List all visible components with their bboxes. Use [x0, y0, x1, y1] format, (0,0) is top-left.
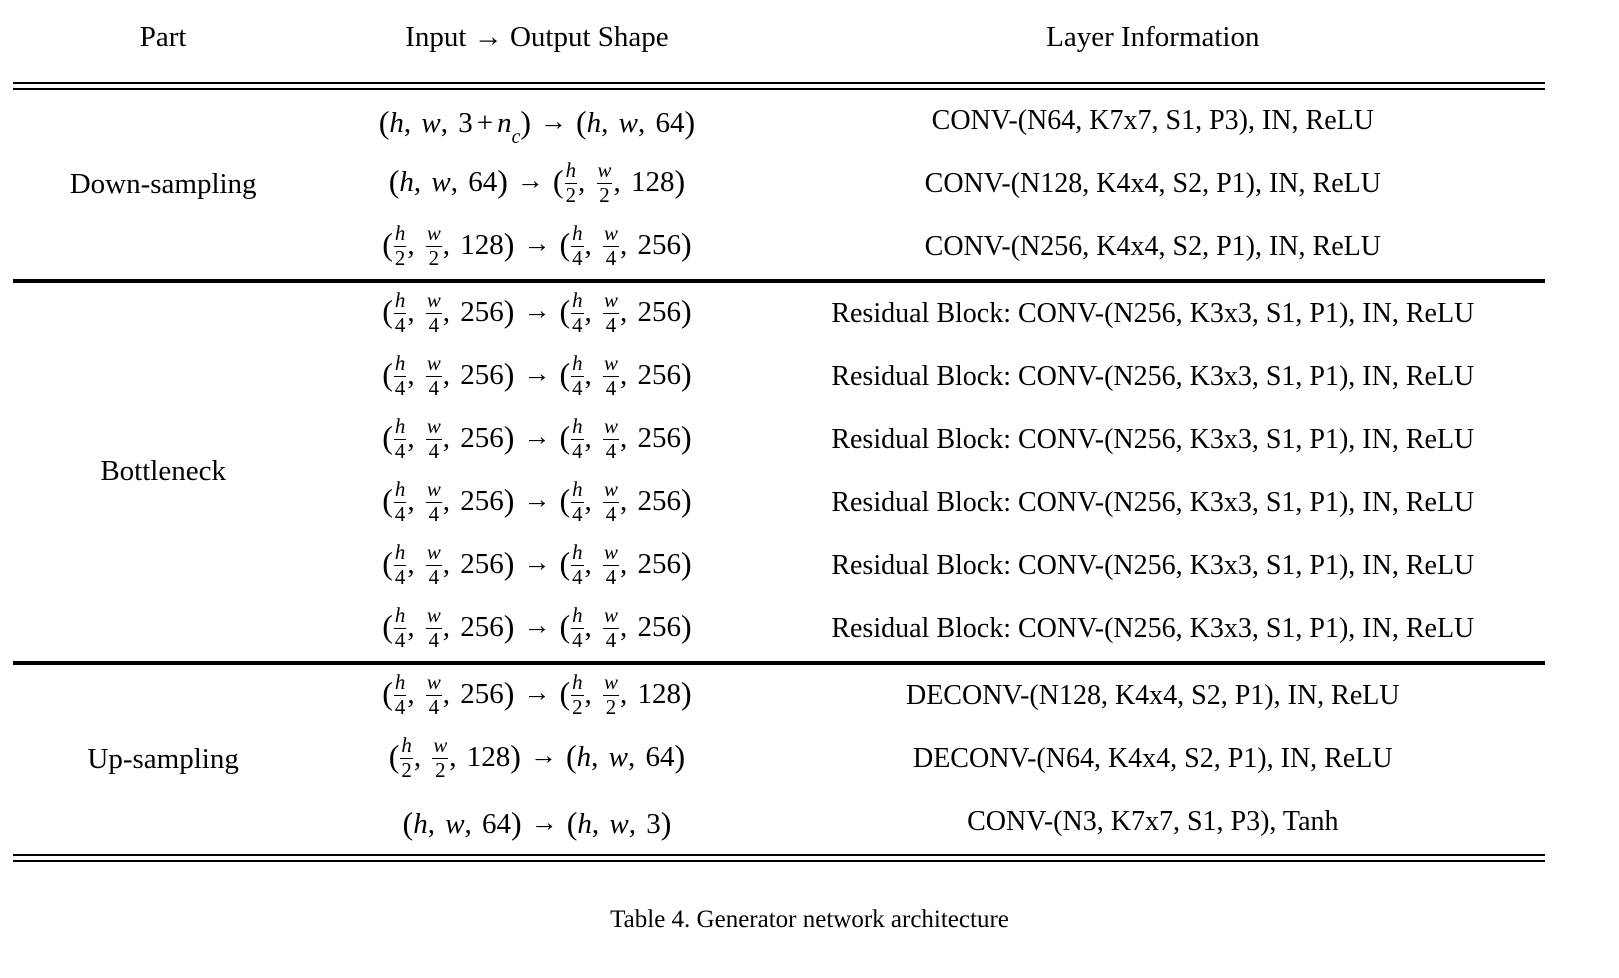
- layer-info-cell: Residual Block: CONV-(N256, K3x3, S1, P1…: [831, 550, 1475, 582]
- section-rule: [13, 278, 1545, 283]
- layer-info-cell: CONV-(N128, K4x4, S2, P1), IN, ReLU: [924, 168, 1381, 200]
- layer-info-cell: Residual Block: CONV-(N256, K3x3, S1, P1…: [831, 298, 1475, 330]
- layer-info-cell: DECONV-(N64, K4x4, S2, P1), IN, ReLU: [912, 743, 1393, 775]
- bottom-double-rule: [13, 853, 1545, 862]
- layer-info-cell: CONV-(N64, K7x7, S1, P3), IN, ReLU: [931, 105, 1374, 137]
- part-label-up-sampling: Up-sampling: [87, 742, 239, 775]
- table-row: (h, w, 64)→(h, w, 3) CONV-(N3, K7x7, S1,…: [13, 791, 1545, 854]
- table-caption: Table 4. Generator network architecture: [610, 906, 1009, 933]
- layer-info-cell: CONV-(N3, K7x7, S1, P3), Tanh: [967, 806, 1339, 838]
- generator-architecture-table: Part Input → Output Shape Layer Informat…: [13, 0, 1545, 862]
- generator-architecture-table-wrapper: Part Input → Output Shape Layer Informat…: [13, 0, 1545, 862]
- layer-info-cell: DECONV-(N128, K4x4, S2, P1), IN, ReLU: [905, 680, 1400, 712]
- shape-expression: (h, w, 3+nc)→(h, w, 64): [378, 103, 696, 149]
- header-double-rule-row: [13, 81, 1545, 90]
- header-row: Part Input → Output Shape Layer Informat…: [13, 0, 1545, 82]
- part-label-down-sampling: Down-sampling: [69, 167, 257, 200]
- layer-info-cell: Residual Block: CONV-(N256, K3x3, S1, P1…: [831, 487, 1475, 519]
- table-header: Part Input → Output Shape Layer Informat…: [13, 0, 1545, 82]
- double-rule: [13, 853, 1545, 862]
- section-rule: [13, 660, 1545, 665]
- layer-info-cell: CONV-(N256, K4x4, S2, P1), IN, ReLU: [924, 231, 1381, 263]
- double-rule: [13, 81, 1545, 90]
- section-rule-row: [13, 278, 1545, 283]
- column-header-shape: Input → Output Shape: [405, 21, 669, 53]
- column-header-info: Layer Information: [1046, 21, 1260, 53]
- shape-cell: (h, w, 64)→(h, w, 3): [313, 791, 760, 854]
- layer-info-cell: Residual Block: CONV-(N256, K3x3, S1, P1…: [831, 361, 1475, 393]
- layer-info-cell: Residual Block: CONV-(N256, K3x3, S1, P1…: [831, 424, 1475, 456]
- section-rule-row: [13, 660, 1545, 665]
- bottom-double-rule-row: [13, 853, 1545, 862]
- shape-cell: (h, w, 3+nc)→(h, w, 64): [313, 90, 760, 153]
- header-double-rule: [13, 81, 1545, 90]
- layer-info-cell: Residual Block: CONV-(N256, K3x3, S1, P1…: [831, 613, 1475, 645]
- column-header-part: Part: [139, 21, 187, 53]
- table-body: Down-sampling (h, w, 3+nc)→(h, w, 64) CO…: [13, 81, 1545, 862]
- table-row: Down-sampling (h, w, 3+nc)→(h, w, 64) CO…: [13, 90, 1545, 199]
- shape-expression: (h, w, 64)→(h, w, 3): [402, 804, 672, 841]
- part-label-bottleneck: Bottleneck: [100, 455, 226, 488]
